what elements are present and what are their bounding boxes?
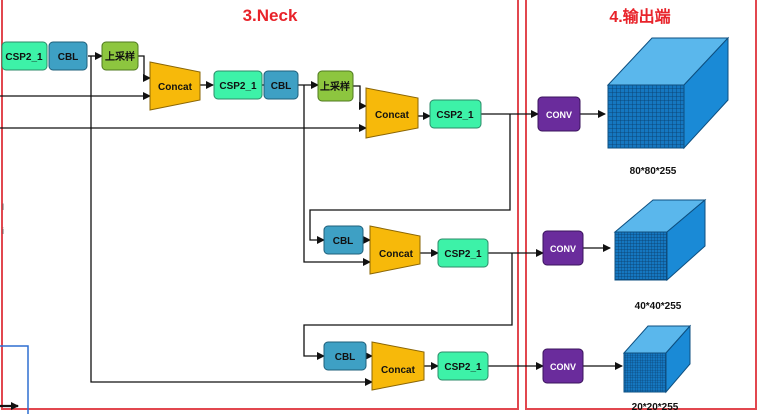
backbone-box-fragment <box>0 345 29 414</box>
svg-text:Concat: Concat <box>375 110 410 121</box>
svg-text:上采样: 上采样 <box>105 50 135 63</box>
concat-block: Concat <box>369 225 421 275</box>
svg-text:CBL: CBL <box>333 236 354 247</box>
upsample-block: 上采样 <box>317 70 354 102</box>
svg-text:CONV: CONV <box>550 362 576 372</box>
output-size-label: 80*80*255 <box>630 166 677 177</box>
cbl-block: CBL <box>48 41 88 71</box>
output-cube-40 <box>613 198 707 282</box>
cbl-block: CBL <box>323 341 367 371</box>
svg-text:CONV: CONV <box>546 110 572 120</box>
upsample-block: 上采样 <box>101 41 139 71</box>
csp2-1-block: CSP2_1 <box>437 351 489 381</box>
svg-text:CBL: CBL <box>335 352 356 363</box>
concat-block: Concat <box>149 61 201 111</box>
cbl-block: CBL <box>263 70 299 100</box>
output-section-title: 4.输出端 <box>609 7 670 26</box>
csp2-1-block: CSP2_1 <box>429 99 482 129</box>
csp2-1-block: CSP2_1 <box>437 238 489 268</box>
svg-text:CSP2_1: CSP2_1 <box>219 81 257 92</box>
left-edge-mark: l <box>2 202 4 212</box>
svg-text:CSP2_1: CSP2_1 <box>444 362 482 373</box>
svg-text:Concat: Concat <box>379 249 414 260</box>
left-edge-mark: i <box>2 226 4 236</box>
svg-text:CSP2_1: CSP2_1 <box>436 110 474 121</box>
connector-lines <box>0 52 623 410</box>
output-size-label: 40*40*255 <box>635 301 682 312</box>
concat-block: Concat <box>365 87 419 139</box>
conv-block: CONV <box>542 230 584 266</box>
concat-block: Concat <box>371 341 425 391</box>
output-frame <box>525 0 757 410</box>
neck-section-title: 3.Neck <box>243 6 298 25</box>
svg-text:CBL: CBL <box>58 52 79 63</box>
cbl-block: CBL <box>323 225 364 255</box>
svg-text:CONV: CONV <box>550 244 576 254</box>
neck-frame <box>1 0 519 410</box>
svg-text:CBL: CBL <box>271 81 292 92</box>
output-cube-20 <box>622 324 692 394</box>
svg-text:Concat: Concat <box>158 82 193 93</box>
conv-block: CONV <box>542 348 584 384</box>
svg-text:CSP2_1: CSP2_1 <box>444 249 482 260</box>
output-cube-80 <box>606 36 730 150</box>
svg-text:CSP2_1: CSP2_1 <box>5 52 43 63</box>
csp2-1-block: CSP2_1 <box>1 41 48 71</box>
svg-text:Concat: Concat <box>381 365 416 376</box>
csp2-1-block: CSP2_1 <box>213 70 263 100</box>
conv-block: CONV <box>537 96 581 132</box>
output-size-label: 20*20*255 <box>632 402 679 413</box>
svg-text:上采样: 上采样 <box>320 80 350 93</box>
